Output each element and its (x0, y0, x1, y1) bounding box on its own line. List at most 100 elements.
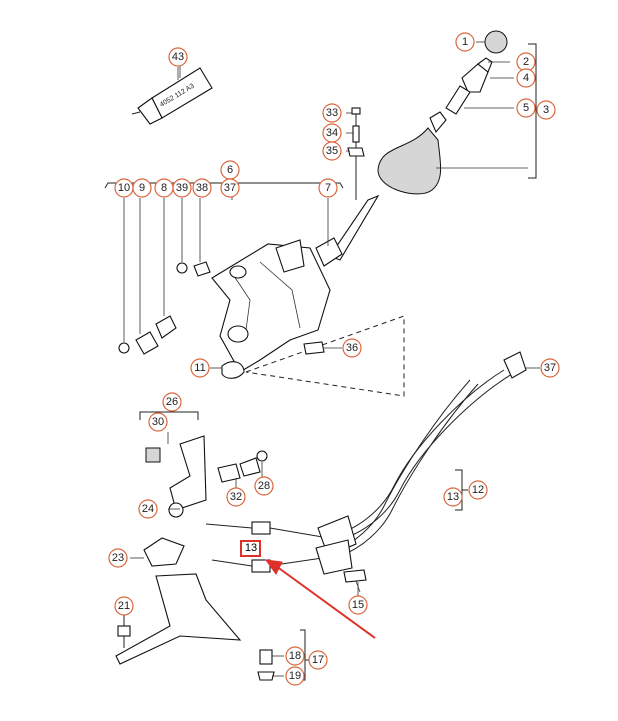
callout-18: 18 (285, 646, 305, 666)
callout-30: 30 (148, 412, 168, 432)
gear-knob-assembly (315, 30, 528, 267)
highlight-arrow (264, 559, 376, 639)
callout-label: 28 (258, 480, 270, 492)
callout-label: 35 (326, 145, 338, 157)
callout-32: 32 (226, 487, 246, 507)
callout-35: 35 (322, 141, 342, 161)
callout-label: 18 (289, 650, 301, 662)
callout-39: 39 (172, 178, 192, 198)
callout-label: 8 (161, 182, 167, 194)
callout-label: 34 (326, 127, 338, 139)
callout-label: 10 (118, 182, 130, 194)
callout-circle (138, 499, 158, 519)
callout-15: 15 (348, 595, 368, 615)
bolt-33-34-35 (346, 107, 365, 200)
callouts: 1234567891011121313151718192123242628303… (108, 32, 560, 686)
callout-label: 3 (543, 104, 549, 116)
callout-23: 23 (108, 548, 128, 568)
callout-label: 15 (352, 599, 364, 611)
callout-8: 8 (154, 178, 174, 198)
callout-2: 2 (516, 52, 536, 72)
callout-label: 38 (196, 182, 208, 194)
bolt-15 (343, 569, 367, 583)
callout-label: 4 (523, 72, 529, 84)
callout-circle (308, 650, 328, 670)
callout-label: 13 (447, 491, 459, 503)
callout-label: 36 (346, 342, 358, 354)
callout-circle (114, 596, 134, 616)
callout-circle (162, 392, 182, 412)
callout-circle (190, 358, 210, 378)
callout-4: 4 (516, 68, 536, 88)
callout-37b: 37 (540, 358, 560, 378)
callout-17: 17 (308, 650, 328, 670)
callout-label: 23 (112, 552, 124, 564)
callout-label: 6 (227, 164, 233, 176)
callout-label: 2 (523, 56, 529, 68)
callout-5: 5 (516, 98, 536, 118)
callout-label: 12 (472, 484, 484, 496)
callout-6: 6 (220, 160, 240, 180)
callout-circle (342, 338, 362, 358)
callout-label: 24 (142, 503, 154, 515)
callout-circle (455, 32, 475, 52)
callout-34: 34 (322, 123, 342, 143)
callout-label: 32 (230, 491, 242, 503)
bracket-26 (145, 435, 268, 518)
callout-circle (322, 103, 342, 123)
callout-1: 1 (455, 32, 475, 52)
callout-label: 26 (166, 396, 178, 408)
callout-28: 28 (254, 476, 274, 496)
callout-12: 12 (468, 480, 488, 500)
callout-circle (108, 548, 128, 568)
callout-circle (468, 480, 488, 500)
callout-33: 33 (322, 103, 342, 123)
callout-label: 39 (176, 182, 188, 194)
callout-21: 21 (114, 596, 134, 616)
callout-circle (192, 178, 212, 198)
bracket-group-12 (455, 469, 468, 511)
callout-3: 3 (536, 100, 556, 120)
highlight-box (240, 540, 261, 557)
bolt-36 (303, 341, 342, 355)
clip-11 (210, 361, 245, 379)
callout-11: 11 (190, 358, 210, 378)
callout-24: 24 (138, 499, 158, 519)
callout-label: 43 (172, 51, 184, 63)
callout-13b: 13 (245, 542, 257, 554)
callout-label: 7 (325, 182, 331, 194)
callout-label: 1 (462, 36, 468, 48)
callout-label: 9 (139, 182, 145, 194)
callout-19: 19 (285, 666, 305, 686)
lever-23 (130, 537, 185, 567)
callout-circle (254, 476, 274, 496)
callout-circle (285, 666, 305, 686)
callout-9: 9 (132, 178, 152, 198)
callout-circle (226, 487, 246, 507)
callout-38: 38 (192, 178, 212, 198)
callout-circle (285, 646, 305, 666)
grease-tube: 4052 112 A3 (131, 67, 213, 125)
callout-label: 11 (194, 362, 205, 374)
callout-label: 21 (118, 600, 130, 612)
callout-36: 36 (342, 338, 362, 358)
callout-circle (318, 178, 338, 198)
callout-circle (114, 178, 134, 198)
callout-43: 43 (168, 47, 188, 67)
callout-26: 26 (162, 392, 182, 412)
callout-circle (348, 595, 368, 615)
callout-label: 37 (224, 182, 236, 194)
callout-circle (516, 98, 536, 118)
callout-circle (322, 141, 342, 161)
callout-13a: 13 (443, 487, 463, 507)
callout-circle (148, 412, 168, 432)
callout-label: 33 (326, 107, 338, 119)
pivot-pins (118, 198, 211, 355)
callout-circle (172, 178, 192, 198)
callout-circle (536, 100, 556, 120)
callout-label: 30 (152, 416, 164, 428)
base-bracket-17 (115, 573, 284, 681)
callout-7: 7 (318, 178, 338, 198)
callout-label: 13 (245, 542, 257, 554)
